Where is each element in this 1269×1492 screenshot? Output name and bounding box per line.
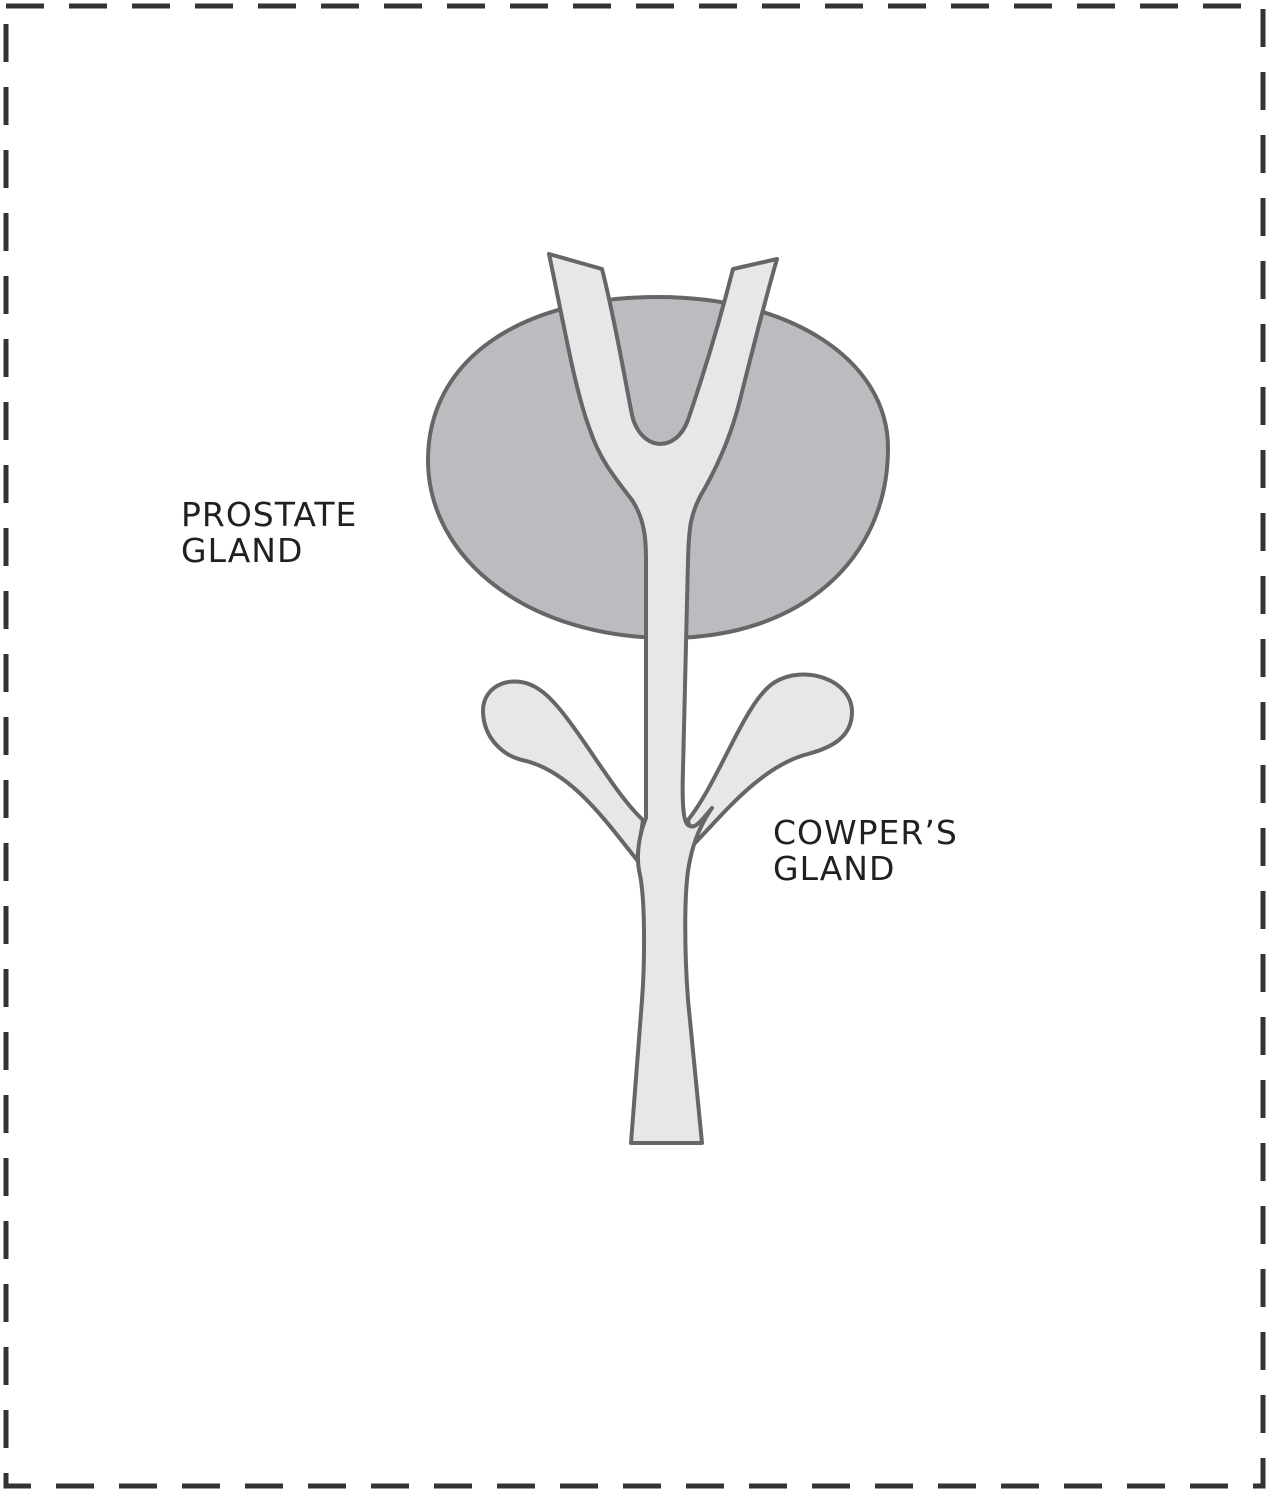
prostate-label-line2: GLAND — [181, 533, 357, 569]
cowpers-gland-left — [483, 681, 643, 860]
cowpers-label-line1: COWPER’S — [773, 815, 958, 851]
cowpers-label-line2: GLAND — [773, 851, 958, 887]
prostate-label-line1: PROSTATE — [181, 497, 357, 533]
prostate-gland-label: PROSTATE GLAND — [181, 497, 357, 569]
cowpers-gland-label: COWPER’S GLAND — [773, 815, 958, 887]
dashed-border — [6, 6, 1263, 1486]
